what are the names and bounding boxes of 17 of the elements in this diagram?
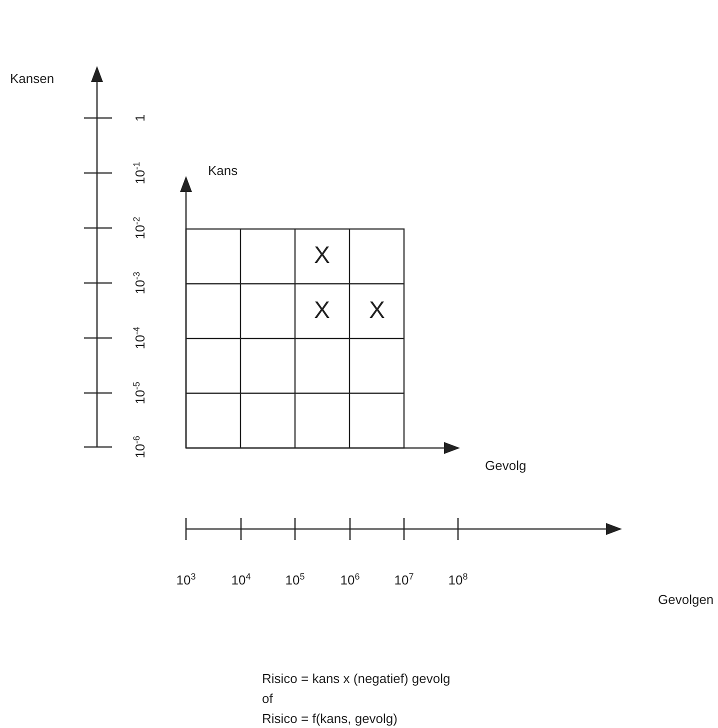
tick-label: 10$^{3}$ xyxy=(176,574,196,586)
tick-label: 1 xyxy=(134,114,146,122)
tick-label: 10$^{6}$ xyxy=(340,574,360,586)
cross-mark: X xyxy=(369,299,385,323)
tick-label: 10$^{5}$ xyxy=(285,574,305,586)
formula-text: Risico = f(kans, gevolg) xyxy=(262,712,398,725)
tick-label: 10$^{4}$ xyxy=(231,574,251,586)
tick-label: 10$^{8}$ xyxy=(448,574,468,586)
tick-label: 10$^{7}$ xyxy=(394,574,414,586)
axis-title: Gevolg xyxy=(485,459,526,472)
formula-text: Risico = kans x (negatief) gevolg xyxy=(262,672,450,685)
formula-text: of xyxy=(262,692,273,705)
axis-title: Gevolgen xyxy=(658,593,714,606)
cross-mark: X xyxy=(314,299,330,323)
axis-title: Kansen xyxy=(10,72,54,85)
cross-mark: X xyxy=(314,244,330,268)
axis-title: Kans xyxy=(208,164,238,177)
